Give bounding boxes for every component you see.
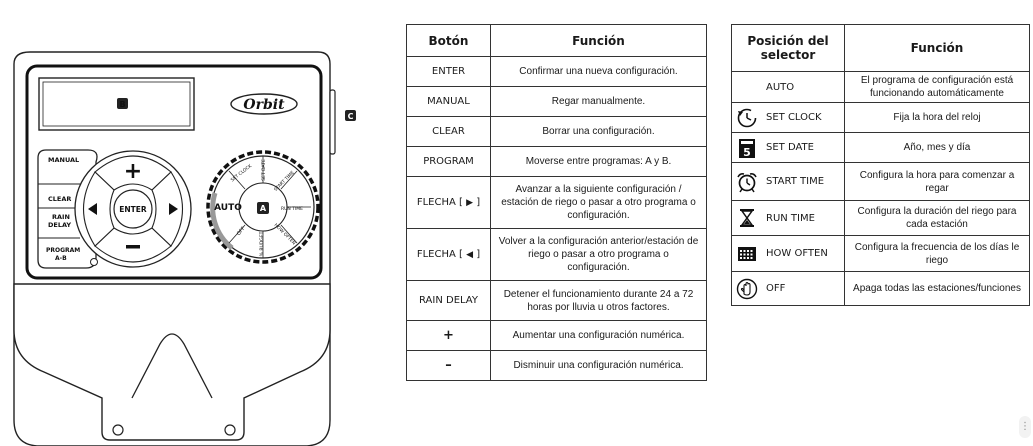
lcd-display xyxy=(38,77,195,131)
table-row: FLECHA [ ▶ ] Avanzar a la siguiente conf… xyxy=(406,176,707,229)
dial-label-run-time: RUN TIME xyxy=(281,206,303,212)
hourglass-icon xyxy=(736,207,758,229)
dial-label-budget: % BUDGET xyxy=(259,231,265,256)
svg-text:MANUAL: MANUAL xyxy=(48,156,79,164)
table-row: MANUAL Regar manualmente. xyxy=(406,86,707,117)
controller-illustration: B Orbit C MANUAL CLEAR RAIN DELAY PROGRA… xyxy=(13,51,356,446)
table-row: OFF Apaga todas las estaciones/funciones xyxy=(731,271,1030,306)
table-row: ENTER Confirmar una nueva configuración. xyxy=(406,56,707,87)
plus-button[interactable]: + xyxy=(94,155,172,191)
table-row: PROGRAM Moverse entre programas: A y B. xyxy=(406,146,707,177)
marker-a-badge xyxy=(257,202,269,214)
svg-text:RAIN: RAIN xyxy=(52,213,70,221)
enter-button[interactable]: ENTER xyxy=(113,189,153,229)
controller-lower-housing xyxy=(13,283,331,441)
dial-position-table: Posición del selector Función AUTO El pr… xyxy=(731,24,1030,306)
wire-access-notch xyxy=(131,333,213,399)
manual-button[interactable]: MANUAL xyxy=(48,156,79,164)
svg-text:A-B: A-B xyxy=(55,255,67,262)
svg-text:PROGRAM: PROGRAM xyxy=(46,247,80,254)
svg-text:+: + xyxy=(124,159,142,184)
svg-text:ENTER: ENTER xyxy=(119,205,147,214)
marker-b: B xyxy=(119,100,125,109)
dial-label-auto: AUTO xyxy=(214,203,242,213)
calendar-icon: 5 xyxy=(736,137,758,159)
minus-icon: – xyxy=(445,357,452,373)
table-row: FLECHA [ ◀ ] Volver a la configuración a… xyxy=(406,228,707,281)
right-arrow-icon xyxy=(169,203,178,215)
side-slot xyxy=(329,89,336,155)
header-function: Función xyxy=(490,24,707,57)
right-triangle-icon: ▶ xyxy=(466,197,474,208)
header-position: Posición del selector xyxy=(731,24,845,72)
buttons-function-table: Botón Función ENTER Confirmar una nueva … xyxy=(406,24,707,381)
table-row: RAIN DELAY Detener el funcionamiento dur… xyxy=(406,280,707,321)
marker-a: A xyxy=(260,204,267,213)
table-row: RUN TIME Configura la duración del riego… xyxy=(731,200,1030,236)
rain-delay-button[interactable]: RAIN DELAY xyxy=(48,213,71,229)
indicator-led xyxy=(90,258,98,266)
calendar-grid-icon xyxy=(736,243,758,265)
header-function: Función xyxy=(844,24,1030,72)
dial-label-off: OFF xyxy=(236,226,247,237)
clear-button[interactable]: CLEAR xyxy=(48,195,71,203)
dial-label-set-date: SET DATE xyxy=(261,159,267,181)
orbit-logo-frame xyxy=(230,93,298,115)
marker-c-badge xyxy=(345,110,356,121)
mount-hole-left xyxy=(112,424,124,436)
left-arrow-icon xyxy=(88,203,97,215)
table-row: AUTO El programa de configuración está f… xyxy=(731,71,1030,103)
more-options-icon[interactable]: ⋮ xyxy=(1019,416,1031,438)
marker-b-badge xyxy=(117,98,128,109)
table-row: SET CLOCK Fija la hora del reloj xyxy=(731,102,1030,133)
lcd-display-inner xyxy=(42,81,191,127)
table-row: – Disminuir una configuración numérica. xyxy=(406,350,707,381)
svg-text:CLEAR: CLEAR xyxy=(48,195,71,203)
svg-text:DELAY: DELAY xyxy=(48,221,71,229)
hand-stop-icon xyxy=(736,278,758,300)
table-row: CLEAR Borrar una configuración. xyxy=(406,116,707,147)
table-row: START TIME Configura la hora para comenz… xyxy=(731,162,1030,201)
left-button-group xyxy=(37,149,98,269)
table-row: HOW OFTEN Configura la frecuencia de los… xyxy=(731,235,1030,272)
program-dial[interactable]: SET CLOCK SET DATE START TIME RUN TIME H… xyxy=(206,150,320,264)
marker-c: C xyxy=(348,112,354,121)
left-triangle-icon: ◀ xyxy=(466,249,474,260)
alarm-clock-icon xyxy=(736,171,758,193)
left-arrow-button[interactable] xyxy=(82,171,115,247)
right-arrow-button[interactable] xyxy=(151,171,184,247)
header-button: Botón xyxy=(406,24,491,57)
clock-arrow-icon xyxy=(736,107,758,129)
svg-text:5: 5 xyxy=(743,146,751,159)
plus-icon: + xyxy=(443,327,454,343)
mount-hole-right xyxy=(224,424,236,436)
table-row: + Aumentar una configuración numérica. xyxy=(406,320,707,351)
table-row: 5 SET DATE Año, mes y día xyxy=(731,132,1030,163)
orbit-logo: Orbit xyxy=(243,97,285,113)
program-button[interactable]: PROGRAM A-B xyxy=(46,247,80,262)
